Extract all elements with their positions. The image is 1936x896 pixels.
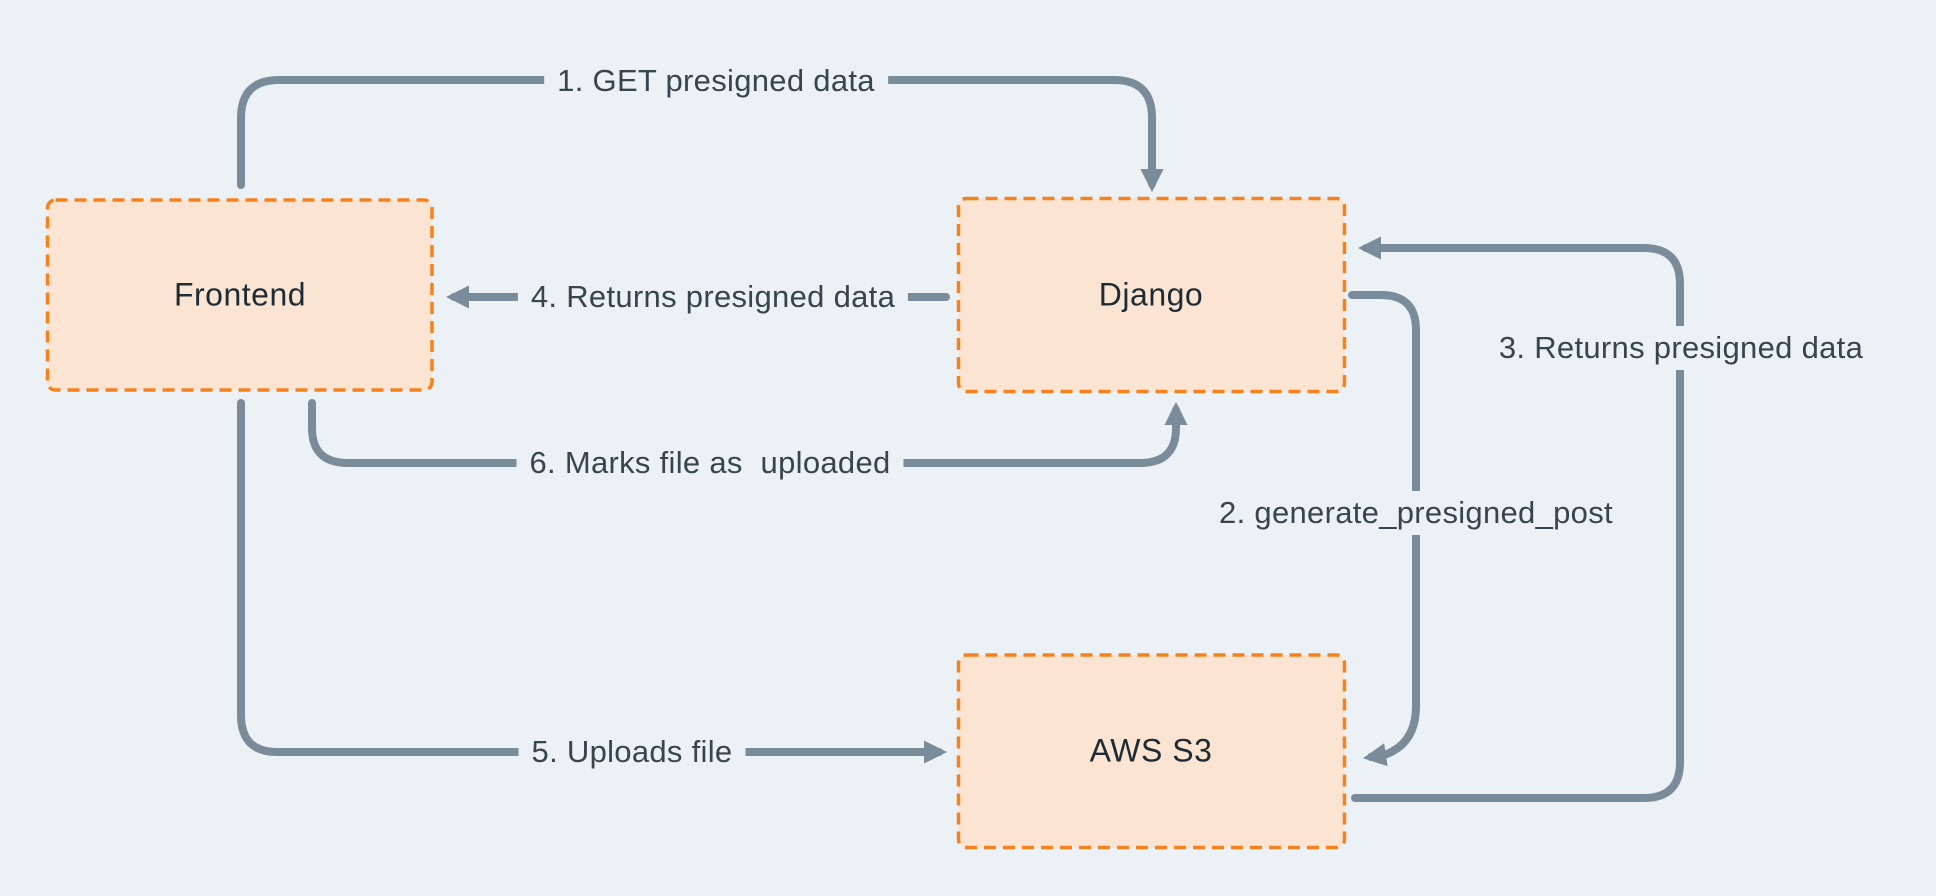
edge-label-2: 2. generate_presigned_post: [1206, 491, 1626, 535]
edge-label-4: 4. Returns presigned data: [517, 275, 909, 319]
django-node-label: Django: [1098, 276, 1204, 313]
edge-3-returns-presigned-data: [1351, 236, 1684, 802]
edge-5-uploads-file: [237, 399, 948, 764]
aws-s3-node-label: AWS S3: [1089, 732, 1213, 769]
aws-s3-node-box: [956, 653, 1347, 850]
edge-label-5: 5. Uploads file: [518, 730, 746, 774]
django-node-box: [956, 196, 1347, 394]
edge-2-generate-presigned-post: [1348, 291, 1420, 767]
edge-label-3: 3. Returns presigned data: [1485, 326, 1877, 370]
frontend-node-box: [45, 198, 434, 392]
edge-label-6: 6. Marks file as uploaded: [516, 441, 904, 485]
frontend-node-label: Frontend: [173, 276, 307, 313]
edge-label-1: 1. GET presigned data: [544, 59, 888, 103]
